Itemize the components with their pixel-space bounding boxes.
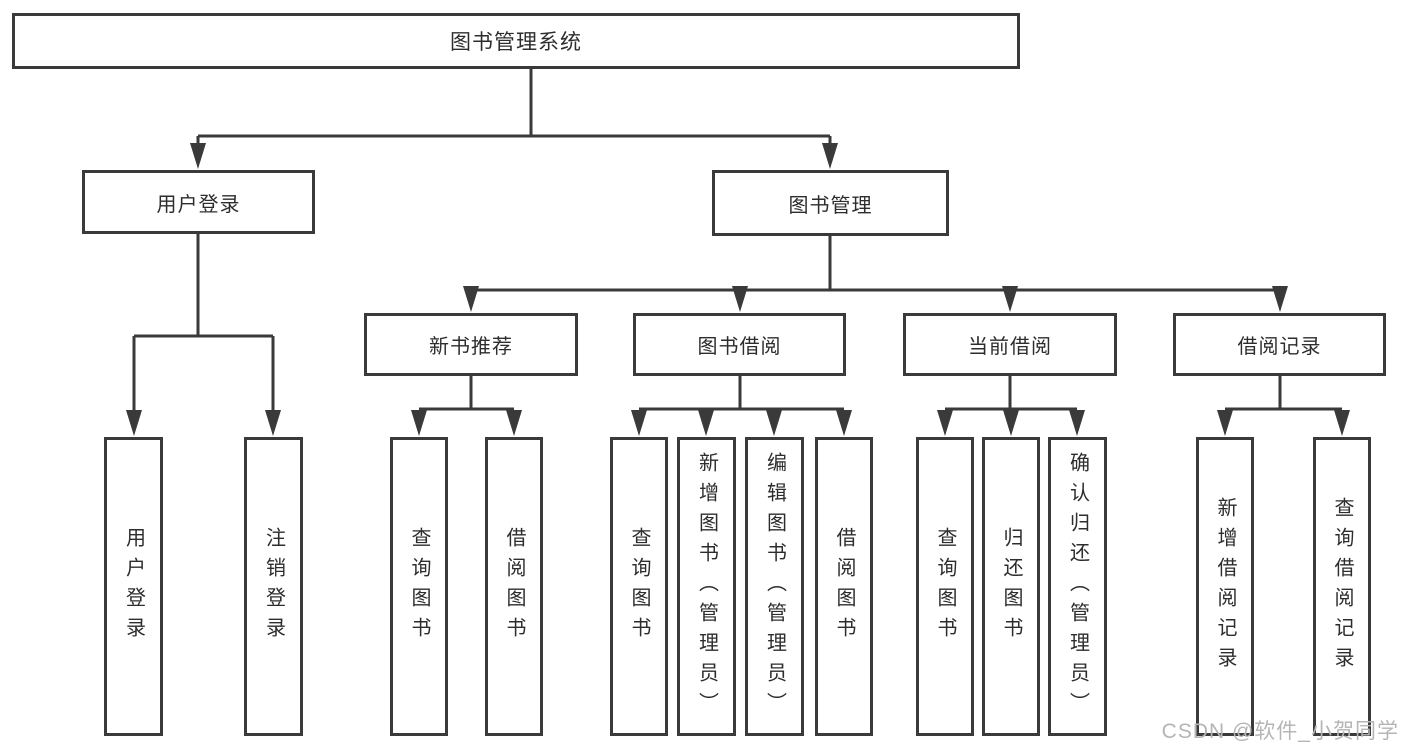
leaf-label: 新增借阅记录 <box>1214 496 1236 677</box>
leaf-label: 注销登录 <box>262 526 285 647</box>
leaf-label: 查询图书 <box>628 526 650 647</box>
arrow-down-icon <box>463 286 479 312</box>
arrow-down-icon <box>1069 410 1085 436</box>
leaf-label: 借阅图书 <box>833 526 855 647</box>
leaf-label: 新增图书（管理员） <box>695 451 718 722</box>
leaf-borrowing-borrow-books: 借阅图书 <box>815 437 873 736</box>
leaf-borrowing-edit-book-admin: 编辑图书（管理员） <box>745 437 804 736</box>
leaf-label: 查询图书 <box>408 526 430 647</box>
leaf-records-query-record: 查询借阅记录 <box>1313 437 1371 736</box>
arrow-down-icon <box>698 410 714 436</box>
leaf-label: 确认归还（管理员） <box>1066 451 1089 722</box>
arrow-down-icon <box>1002 286 1018 312</box>
leaf-user-login: 用户登录 <box>104 437 163 736</box>
arrow-down-icon <box>822 143 838 169</box>
arrow-down-icon <box>766 410 782 436</box>
arrow-down-icon <box>1272 286 1288 312</box>
node-root: 图书管理系统 <box>12 13 1020 69</box>
arrow-down-icon <box>1334 410 1350 436</box>
csdn-watermark: CSDN @软件_小贺同学 <box>1161 720 1399 743</box>
node-book-management: 图书管理 <box>712 170 949 236</box>
arrow-down-icon <box>1003 410 1019 436</box>
node-new-book-recommendation: 新书推荐 <box>364 313 578 376</box>
node-user-login: 用户登录 <box>82 170 315 234</box>
leaf-label: 归还图书 <box>1000 526 1022 647</box>
leaf-label: 借阅图书 <box>503 526 525 647</box>
leaf-recommend-query-books: 查询图书 <box>390 437 448 736</box>
leaf-current-confirm-return-admin: 确认归还（管理员） <box>1048 437 1107 736</box>
node-borrowing-records: 借阅记录 <box>1173 313 1386 376</box>
node-current-borrowing: 当前借阅 <box>903 313 1117 376</box>
leaf-logout: 注销登录 <box>244 437 303 736</box>
arrow-down-icon <box>631 410 647 436</box>
leaf-current-return-books: 归还图书 <box>982 437 1040 736</box>
arrow-down-icon <box>411 410 427 436</box>
leaf-records-add-record: 新增借阅记录 <box>1196 437 1254 736</box>
leaf-label: 用户登录 <box>122 526 145 647</box>
arrow-down-icon <box>506 410 522 436</box>
arrow-down-icon <box>265 410 281 436</box>
leaf-borrowing-query-books: 查询图书 <box>610 437 668 736</box>
arrow-down-icon <box>937 410 953 436</box>
arrow-down-icon <box>732 286 748 312</box>
arrow-down-icon <box>126 410 142 436</box>
leaf-borrowing-add-book-admin: 新增图书（管理员） <box>677 437 736 736</box>
node-book-borrowing: 图书借阅 <box>633 313 846 376</box>
leaf-label: 查询图书 <box>934 526 956 647</box>
leaf-label: 查询借阅记录 <box>1331 496 1353 677</box>
leaf-label: 编辑图书（管理员） <box>763 451 786 722</box>
leaf-recommend-borrow-books: 借阅图书 <box>485 437 543 736</box>
arrow-down-icon <box>1217 410 1233 436</box>
arrow-down-icon <box>836 410 852 436</box>
leaf-current-query-books: 查询图书 <box>916 437 974 736</box>
arrow-down-icon <box>190 143 206 169</box>
